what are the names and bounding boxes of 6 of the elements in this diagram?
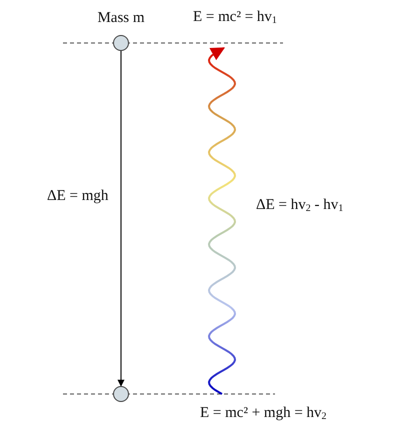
node-label: Mass m bbox=[97, 9, 145, 28]
arrow bbox=[118, 50, 124, 387]
equation-label: ΔE = hv$_{2}$ - hv$_{1}$ bbox=[256, 196, 344, 216]
equation-label: E = mc² + mgh = hv$_{2}$ bbox=[200, 404, 327, 424]
equation-label: E = mc² = hv$_{1}$ bbox=[193, 8, 277, 28]
edge-label: ΔE = mgh bbox=[47, 187, 108, 206]
